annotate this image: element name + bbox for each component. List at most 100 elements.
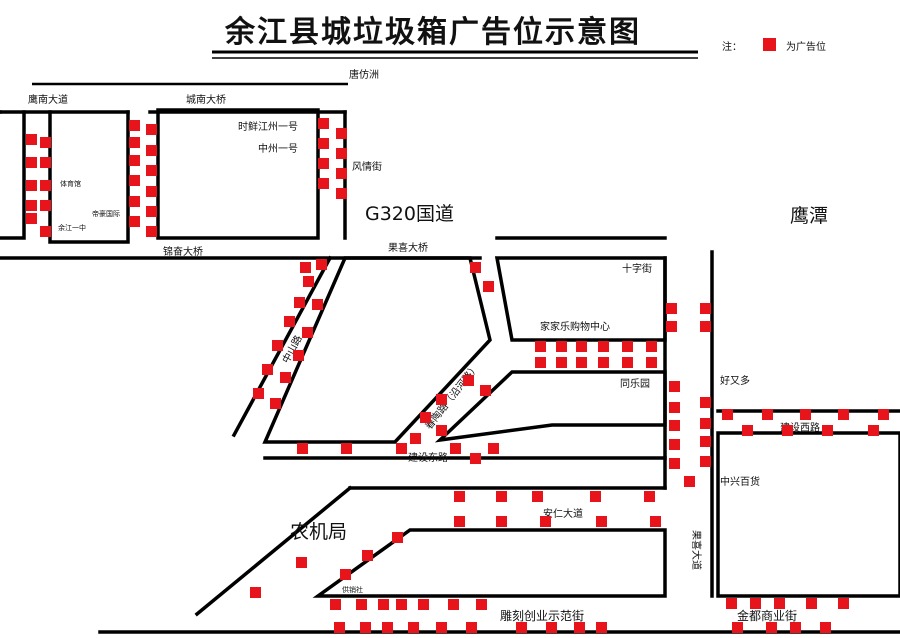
ad-spot (574, 622, 585, 633)
ad-spot (650, 516, 661, 527)
ad-spot (436, 394, 447, 405)
ad-spot (838, 409, 849, 420)
ad-spot (535, 341, 546, 352)
ad-spots (26, 118, 889, 633)
ad-spot (26, 200, 37, 211)
ad-spot (284, 316, 295, 327)
label-ying-nan-da-dao: 鹰南大道 (28, 93, 68, 106)
ad-spot (129, 175, 140, 186)
ad-spot (40, 157, 51, 168)
ad-spot (480, 385, 491, 396)
ad-spot (684, 476, 695, 487)
label-jian-she-dong-lu: 建设东路 (408, 451, 448, 464)
ad-spot (596, 516, 607, 527)
ad-spot (766, 622, 777, 633)
ad-spot (646, 357, 657, 368)
ad-spot (272, 340, 283, 351)
ad-spot (262, 364, 273, 375)
ad-spot (436, 622, 447, 633)
ad-spot (336, 128, 347, 139)
ad-spot (129, 155, 140, 166)
ad-spot (726, 598, 737, 609)
ad-spot (146, 226, 157, 237)
ad-spot (40, 226, 51, 237)
ad-spot (466, 622, 477, 633)
ad-spot (250, 587, 261, 598)
ad-spot (420, 412, 431, 423)
ad-spot (408, 622, 419, 633)
ad-spot (396, 443, 407, 454)
ad-spot (40, 180, 51, 191)
ad-spot (334, 622, 345, 633)
ad-spot (356, 599, 367, 610)
ad-spot (576, 357, 587, 368)
ad-spot (40, 137, 51, 148)
ad-spot (576, 341, 587, 352)
label-guo-xi-da-dao: 果喜大道 (690, 530, 703, 570)
ad-spot (129, 137, 140, 148)
ad-spot (644, 491, 655, 502)
ad-spot (396, 599, 407, 610)
ad-spot (340, 569, 351, 580)
map-labels: 唐仿洲 鹰南大道 城南大桥 时鲜江州一号 中州一号 风情街 G320国道 鹰潭 … (28, 68, 828, 623)
legend-prefix: 注： (722, 40, 742, 53)
ad-spot (868, 425, 879, 436)
ad-spot (280, 372, 291, 383)
ad-spot (535, 357, 546, 368)
ad-spot (669, 420, 680, 431)
ad-spot (318, 138, 329, 149)
ad-spot (669, 439, 680, 450)
ad-spot (296, 557, 307, 568)
ad-spot (293, 350, 304, 361)
ad-spot (700, 456, 711, 467)
ad-spot (532, 491, 543, 502)
ad-spot (622, 357, 633, 368)
ad-spot (362, 550, 373, 561)
ad-spot (782, 425, 793, 436)
ad-spot (253, 388, 264, 399)
ad-spot (806, 598, 817, 609)
label-shi-xian-jiang-zhou: 时鲜江州一号 (238, 120, 298, 133)
ad-spot (700, 418, 711, 429)
label-zhong-zhou-yi-hao: 中州一号 (258, 142, 298, 155)
ad-spot (436, 425, 447, 436)
label-jin-du: 金都商业街 (737, 608, 797, 623)
ad-spot (556, 341, 567, 352)
ad-spot (26, 180, 37, 191)
ad-spot (762, 409, 773, 420)
ad-spot (146, 124, 157, 135)
label-shi-zi-jie: 十字街 (622, 262, 652, 275)
ad-spot (463, 375, 474, 386)
ad-spot (450, 443, 461, 454)
label-zhong-xing-bai-huo: 中兴百货 (720, 475, 760, 488)
ad-spot (318, 178, 329, 189)
ad-spot (129, 120, 140, 131)
ad-spot (669, 381, 680, 392)
ad-spot (646, 341, 657, 352)
ad-spot (838, 598, 849, 609)
legend-label: 为广告位 (786, 40, 826, 53)
label-hao-you-duo: 好又多 (720, 374, 750, 387)
ad-spot (483, 281, 494, 292)
ad-spot (26, 157, 37, 168)
ad-spot (300, 262, 311, 273)
ad-spot (418, 599, 429, 610)
ad-spot (516, 622, 527, 633)
ad-spot (448, 599, 459, 610)
ad-spot (822, 425, 833, 436)
ad-spot (410, 433, 421, 444)
ad-spot (297, 443, 308, 454)
ad-spot (556, 357, 567, 368)
label-jia-jia-le: 家家乐购物中心 (540, 320, 610, 333)
ad-spot (146, 165, 157, 176)
ad-spot (336, 148, 347, 159)
label-tong-le-yuan: 同乐园 (620, 378, 650, 390)
label-guo-xi-da-qiao: 果喜大桥 (388, 241, 428, 254)
ad-spot (312, 299, 323, 310)
ad-spot (26, 213, 37, 224)
map-title: 余江县城垃圾箱广告位示意图 (224, 15, 641, 50)
ad-spot (294, 297, 305, 308)
legend-ad-swatch (763, 38, 776, 51)
ad-spot (470, 453, 481, 464)
